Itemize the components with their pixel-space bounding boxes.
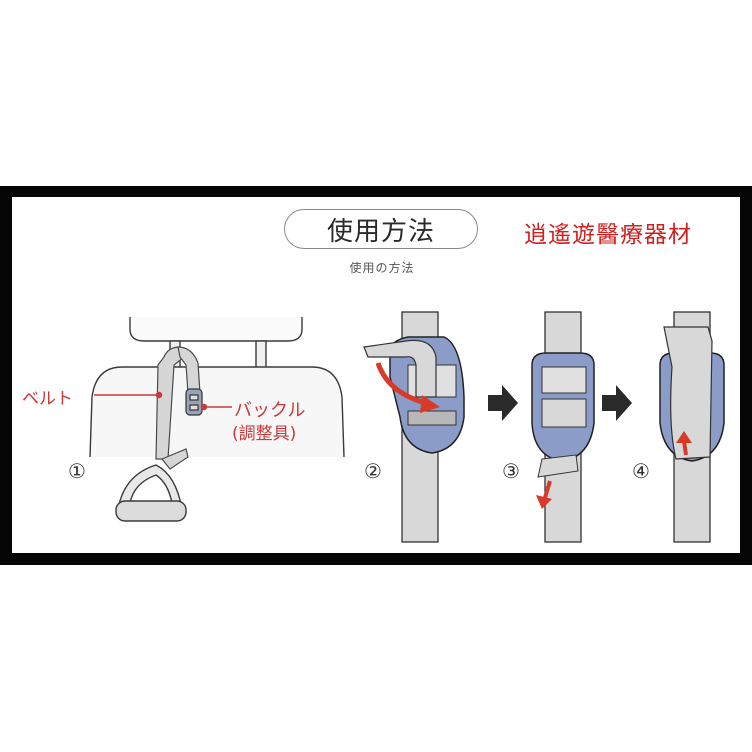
subtitle: 使用の方法 <box>349 261 415 275</box>
title-pill: 使用方法 <box>284 209 478 249</box>
belt-illustration <box>155 346 201 470</box>
step-4-number: ④ <box>632 459 650 483</box>
step-arrow-2 <box>602 385 632 421</box>
step-2-number: ② <box>364 459 382 483</box>
headrest-illustration <box>89 317 345 458</box>
step2-illustration <box>363 311 465 543</box>
illustration-layer <box>89 311 725 543</box>
instruction-panel: 使用方法 使用の方法 逍遙遊醫療器材 <box>12 197 740 553</box>
step3-illustration <box>531 311 595 543</box>
page-title: 使用方法 <box>326 216 435 247</box>
hand-grip <box>115 464 187 522</box>
buckle-label: バックル <box>234 400 306 421</box>
step4-illustration <box>659 311 725 543</box>
belt-label: ベルト <box>22 389 73 409</box>
step-arrow-1 <box>488 385 518 421</box>
buckle-small <box>185 388 203 416</box>
buckle-sub-label: (調整具) <box>232 424 297 444</box>
brand-watermark: 逍遙遊醫療器材 <box>524 222 692 248</box>
step-3-number: ③ <box>502 459 520 483</box>
step-1-number: ① <box>68 459 86 483</box>
